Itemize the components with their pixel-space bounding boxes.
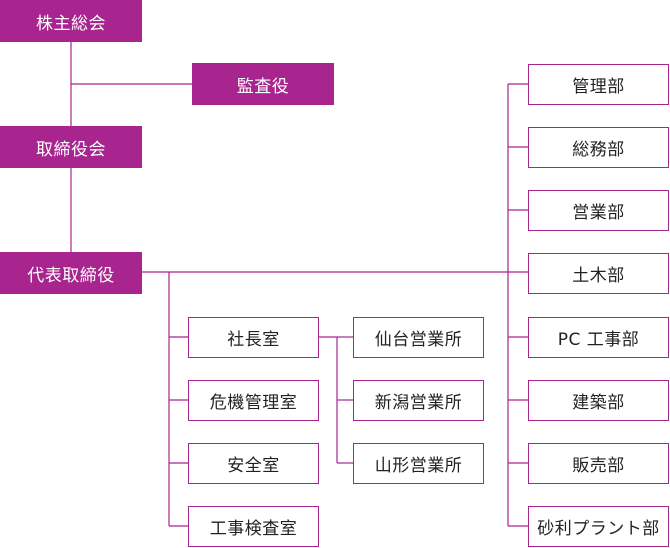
branch-office-label: 山形営業所 [374,456,463,476]
department-box: 営業部 [528,190,669,231]
auditor-label: 監査役 [236,76,290,97]
department-box: PC 工事部 [528,317,669,358]
department-label: 建築部 [572,393,625,413]
branch-office-box: 新潟営業所 [353,380,484,421]
staff-office-box: 安全室 [188,443,319,484]
shareholders-meeting-label: 株主総会 [36,13,106,34]
representative-director-label: 代表取締役 [27,265,115,286]
branch-office-box: 山形営業所 [353,443,484,484]
auditor-box: 監査役 [192,63,334,105]
department-box: 総務部 [528,127,669,168]
department-label: 総務部 [572,140,625,160]
department-box: 販売部 [528,443,669,484]
department-label: PC 工事部 [557,330,640,350]
staff-office-label: 安全室 [227,456,280,476]
department-box: 砂利プラント部 [528,506,669,547]
branch-office-label: 新潟営業所 [374,393,463,413]
staff-office-label: 工事検査室 [209,519,298,539]
department-label: 土木部 [572,266,625,286]
branch-office-box: 仙台営業所 [353,317,484,358]
department-label: 販売部 [572,456,625,476]
department-box: 建築部 [528,380,669,421]
board-of-directors-box: 取締役会 [0,126,142,168]
branch-office-label: 仙台営業所 [374,330,463,350]
department-label: 管理部 [572,77,625,97]
staff-office-box: 危機管理室 [188,380,319,421]
department-label: 営業部 [572,203,625,223]
shareholders-meeting-box: 株主総会 [0,0,142,42]
staff-office-label: 社長室 [227,330,280,350]
board-of-directors-label: 取締役会 [36,139,106,160]
department-label: 砂利プラント部 [537,519,660,539]
department-box: 管理部 [528,64,669,105]
staff-office-label: 危機管理室 [209,393,298,413]
representative-director-box: 代表取締役 [0,252,142,294]
staff-office-box: 工事検査室 [188,506,319,547]
staff-office-box: 社長室 [188,317,319,358]
department-box: 土木部 [528,253,669,294]
